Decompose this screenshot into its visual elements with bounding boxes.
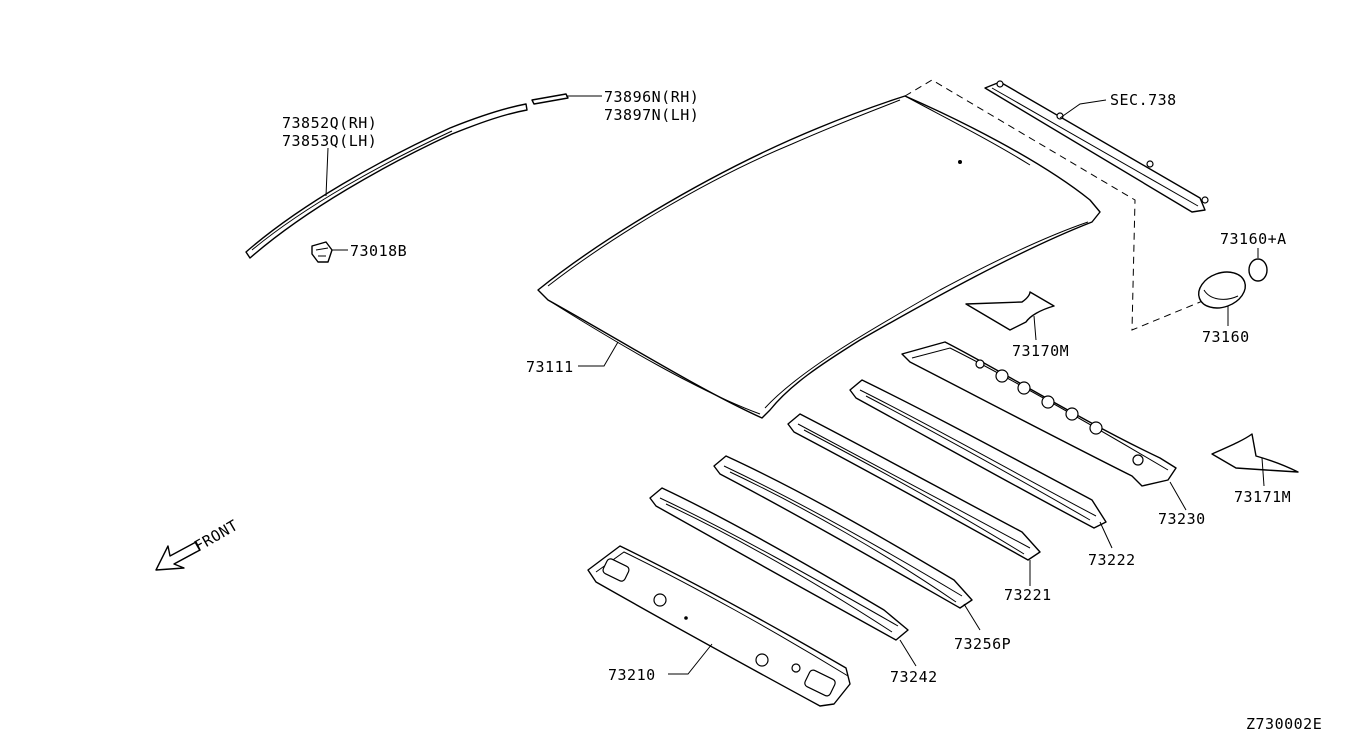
front-rail-73210[interactable] — [587, 545, 851, 707]
label-73896n: 73896N(RH) — [604, 88, 699, 106]
roof-bow-73221[interactable] — [787, 413, 1041, 561]
label-73210: 73210 — [608, 666, 656, 684]
label-sec738: SEC.738 — [1110, 91, 1177, 109]
rear-rail-73230[interactable] — [901, 341, 1177, 487]
roof-rail-sec738[interactable] — [984, 80, 1209, 213]
roof-bow-73256p[interactable] — [713, 455, 973, 609]
roof-bow-73242[interactable] — [649, 487, 909, 641]
label-73221: 73221 — [1004, 586, 1052, 604]
cap-73160a[interactable] — [1248, 258, 1268, 282]
label-73242: 73242 — [890, 668, 938, 686]
label-73018b: 73018B — [350, 242, 407, 260]
label-73111: 73111 — [526, 358, 574, 376]
roof-panel[interactable] — [537, 95, 1101, 419]
label-73171m: 73171M — [1234, 488, 1291, 506]
pad-73171m[interactable] — [1211, 433, 1299, 473]
front-label: FRONT — [191, 516, 241, 555]
label-73170m: 73170M — [1012, 342, 1069, 360]
diagram-code: Z730002E — [1246, 715, 1322, 733]
moulding-end-piece[interactable] — [531, 93, 569, 105]
roof-bow-73222[interactable] — [849, 379, 1107, 529]
reference-dashed-line — [904, 79, 1206, 331]
label-73897n: 73897N(LH) — [604, 106, 699, 124]
roof-moulding[interactable] — [245, 103, 528, 259]
pad-73170m[interactable] — [965, 291, 1055, 331]
label-73160a: 73160+A — [1220, 230, 1287, 248]
label-73222: 73222 — [1088, 551, 1136, 569]
label-73160: 73160 — [1202, 328, 1250, 346]
clip-73018b[interactable] — [311, 241, 333, 263]
leader-lines — [325, 95, 1265, 675]
label-73852q: 73852Q(RH) — [282, 114, 377, 132]
front-arrow-icon — [155, 541, 201, 571]
label-73853q: 73853Q(LH) — [282, 132, 377, 150]
cover-73160[interactable] — [1194, 266, 1251, 314]
label-73256p: 73256P — [954, 635, 1011, 653]
label-73230: 73230 — [1158, 510, 1206, 528]
